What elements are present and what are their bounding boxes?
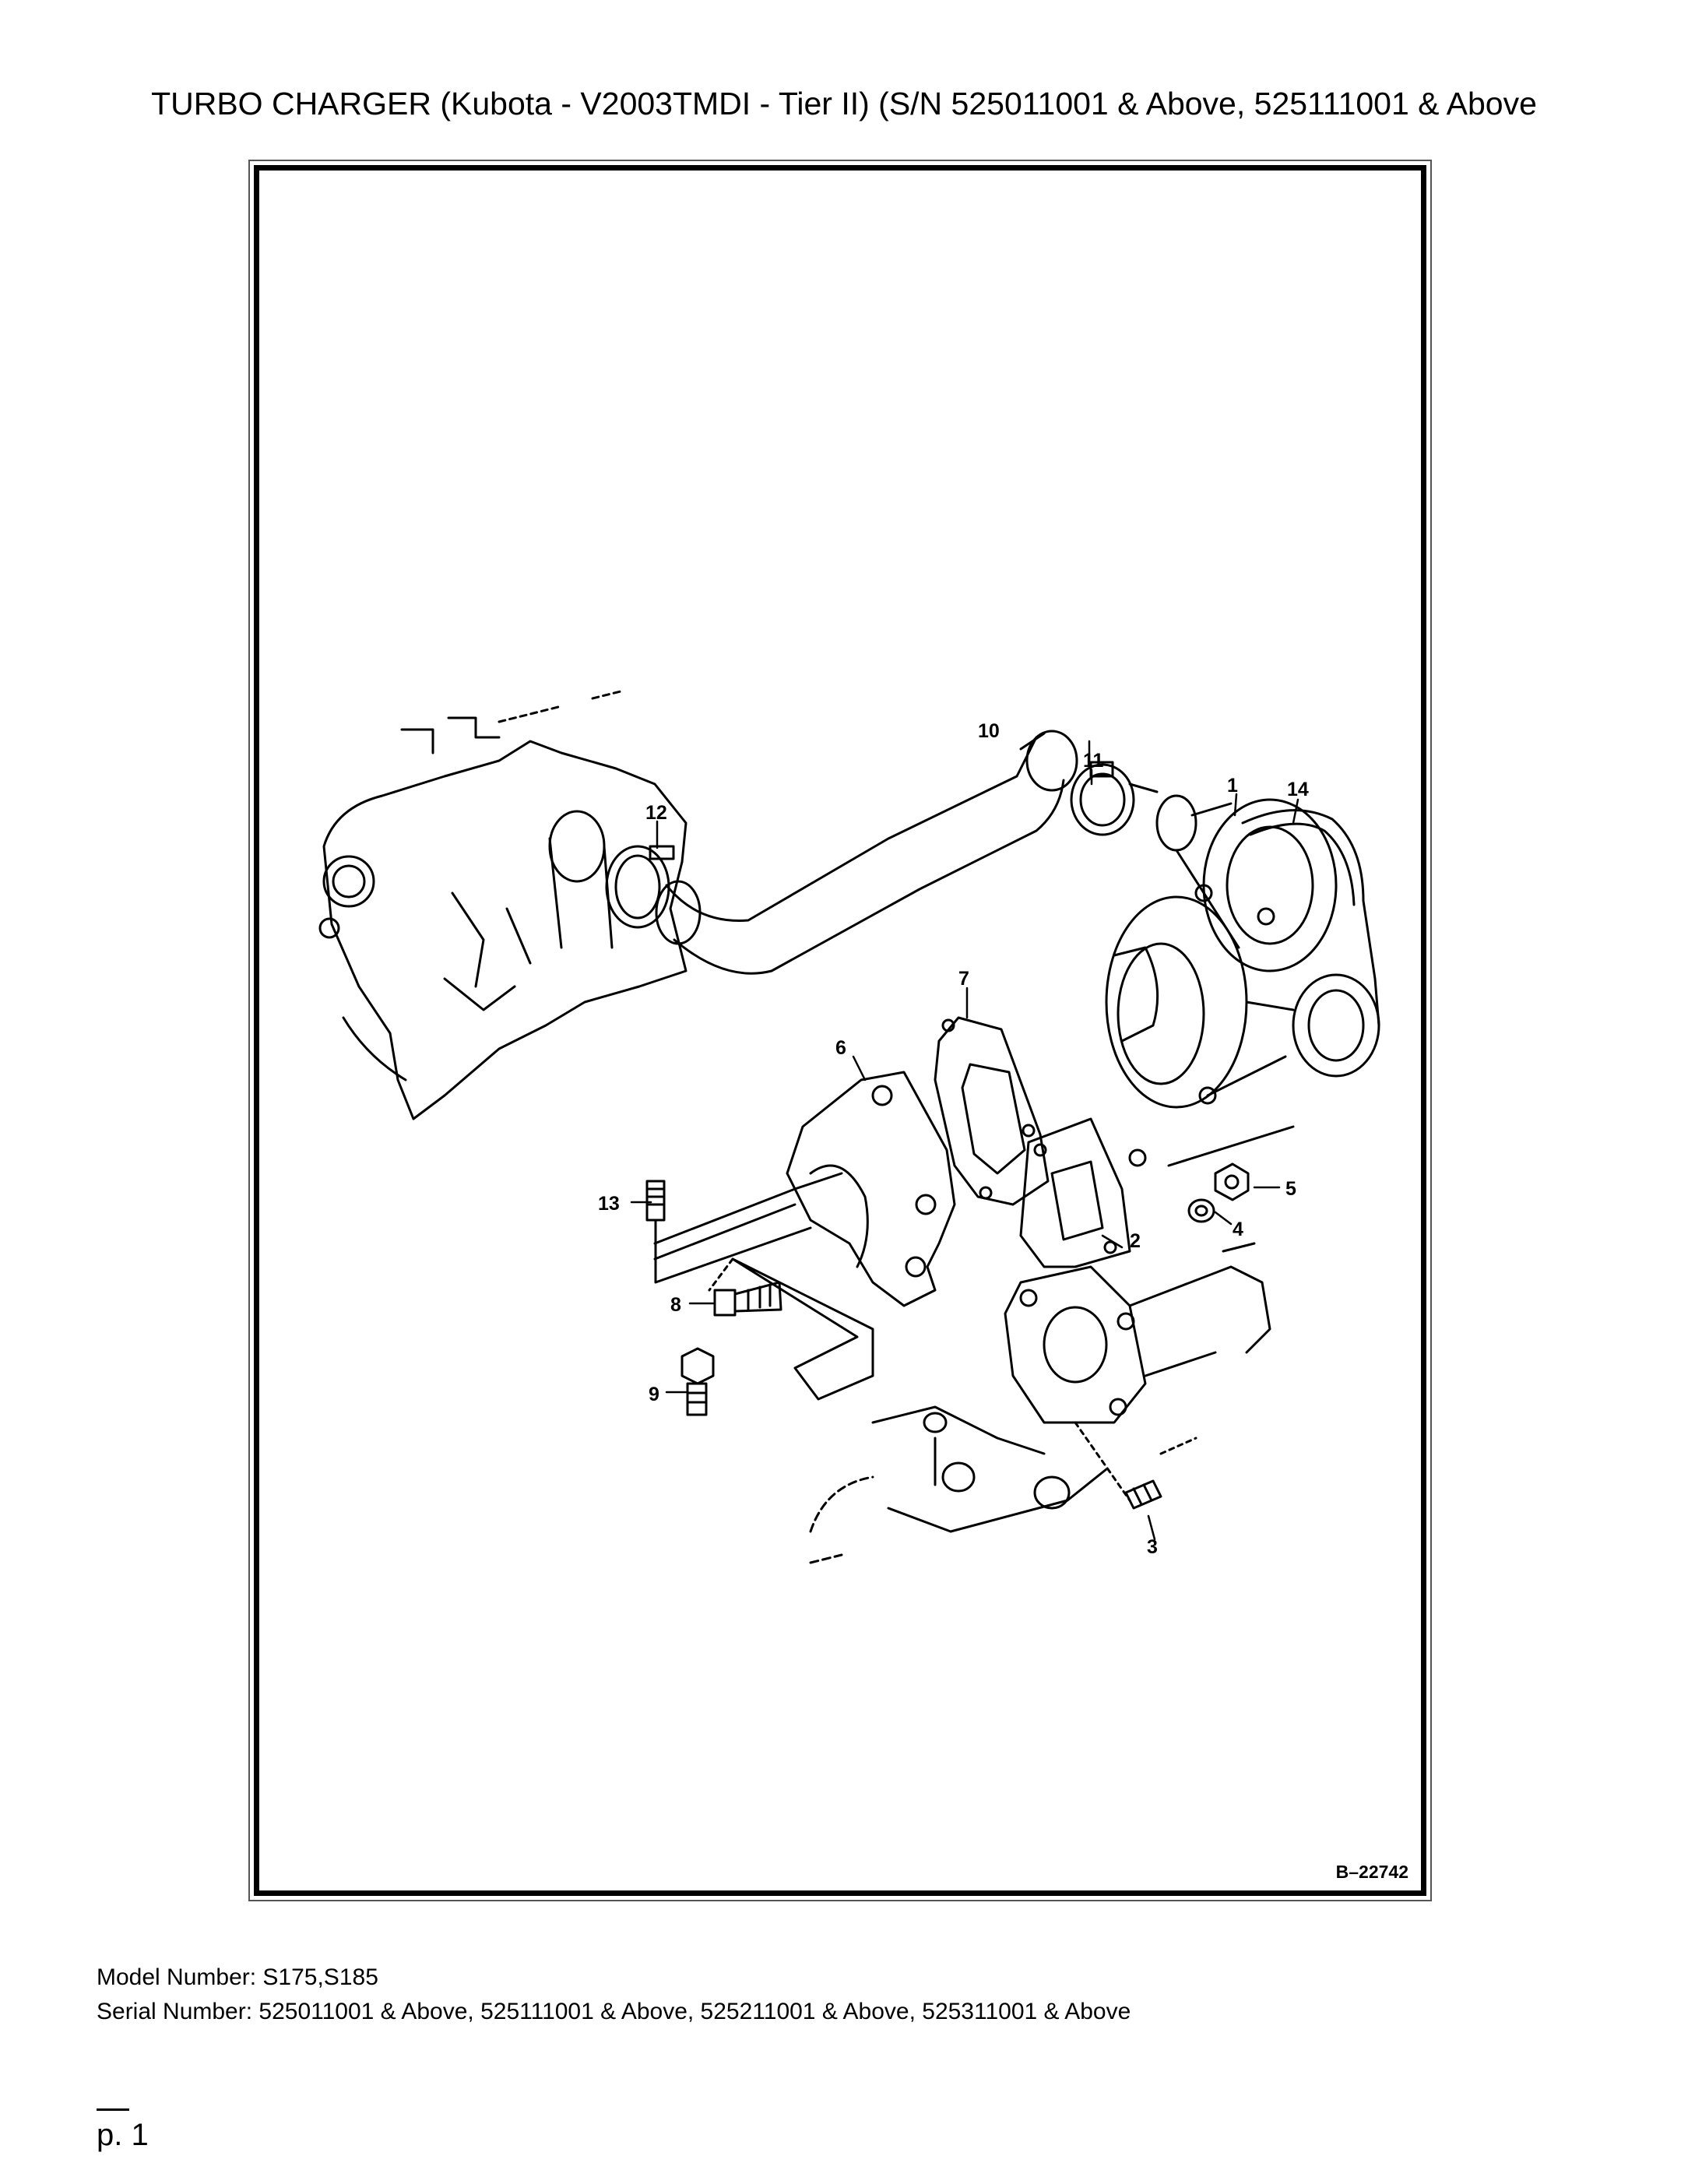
callout-5: 5	[1285, 1178, 1296, 1200]
bolt-8-drawing	[713, 1281, 782, 1317]
callout-11: 11	[1083, 750, 1104, 772]
bolt-9-drawing	[680, 1347, 715, 1416]
callout-12: 12	[645, 802, 667, 824]
callout-2: 2	[1130, 1230, 1141, 1252]
model-number-line: Model Number: S175,S185	[97, 1964, 378, 1990]
callout-7: 7	[958, 968, 969, 990]
callout-6: 6	[835, 1037, 846, 1059]
stud-13-drawing	[645, 1180, 812, 1284]
callout-3: 3	[1147, 1536, 1158, 1558]
callout-4: 4	[1233, 1219, 1243, 1240]
figure-code: B–22742	[1335, 1862, 1408, 1882]
page-number: p. 1	[97, 2118, 149, 2152]
callout-13: 13	[598, 1193, 620, 1215]
callout-leader-lines	[630, 740, 1299, 1541]
turbocharger-exploded-diagram: 1 2 3 4 5 6 7 8 9 10 11 12 13 14	[318, 689, 1380, 1564]
washer-4-drawing	[1167, 1125, 1295, 1223]
callout-labels: 1 2 3 4 5 6 7 8 9 10 11 12 13 14	[598, 720, 1309, 1558]
page-number-rule	[97, 2108, 129, 2111]
callout-1: 1	[1227, 775, 1238, 797]
gasket-7-drawing	[934, 1016, 1050, 1206]
parts-diagram-frame: 1 2 3 4 5 6 7 8 9 10 11 12 13 14 B–22742	[248, 160, 1432, 1901]
stud-3-drawing	[1124, 1437, 1197, 1510]
footer-info: Model Number: S175,S185 Serial Number: 5…	[97, 1961, 1131, 2029]
page-title: TURBO CHARGER (Kubota - V2003TMDI - Tier…	[151, 86, 1537, 121]
callout-8: 8	[670, 1294, 681, 1316]
oil-pipe-14-drawing	[1241, 809, 1380, 1027]
flange-6-drawing	[653, 1071, 956, 1401]
engine-intake-manifold-drawing	[318, 689, 688, 1120]
hose-clamp-12-drawing	[605, 845, 675, 929]
gasket-2-drawing	[1019, 1117, 1131, 1268]
parts-diagram-border	[254, 165, 1426, 1896]
exhaust-manifold-drawing	[809, 1242, 1271, 1564]
nut-5-drawing	[1214, 1162, 1250, 1201]
intake-hose-10-drawing	[655, 730, 1078, 975]
serial-number-line: Serial Number: 525011001 & Above, 525111…	[97, 1999, 1131, 2024]
callout-9: 9	[649, 1384, 659, 1405]
callout-10: 10	[978, 720, 1000, 742]
callout-14: 14	[1287, 779, 1309, 800]
turbocharger-1-drawing	[1105, 794, 1380, 1167]
hose-clamp-11-drawing	[1070, 761, 1159, 836]
